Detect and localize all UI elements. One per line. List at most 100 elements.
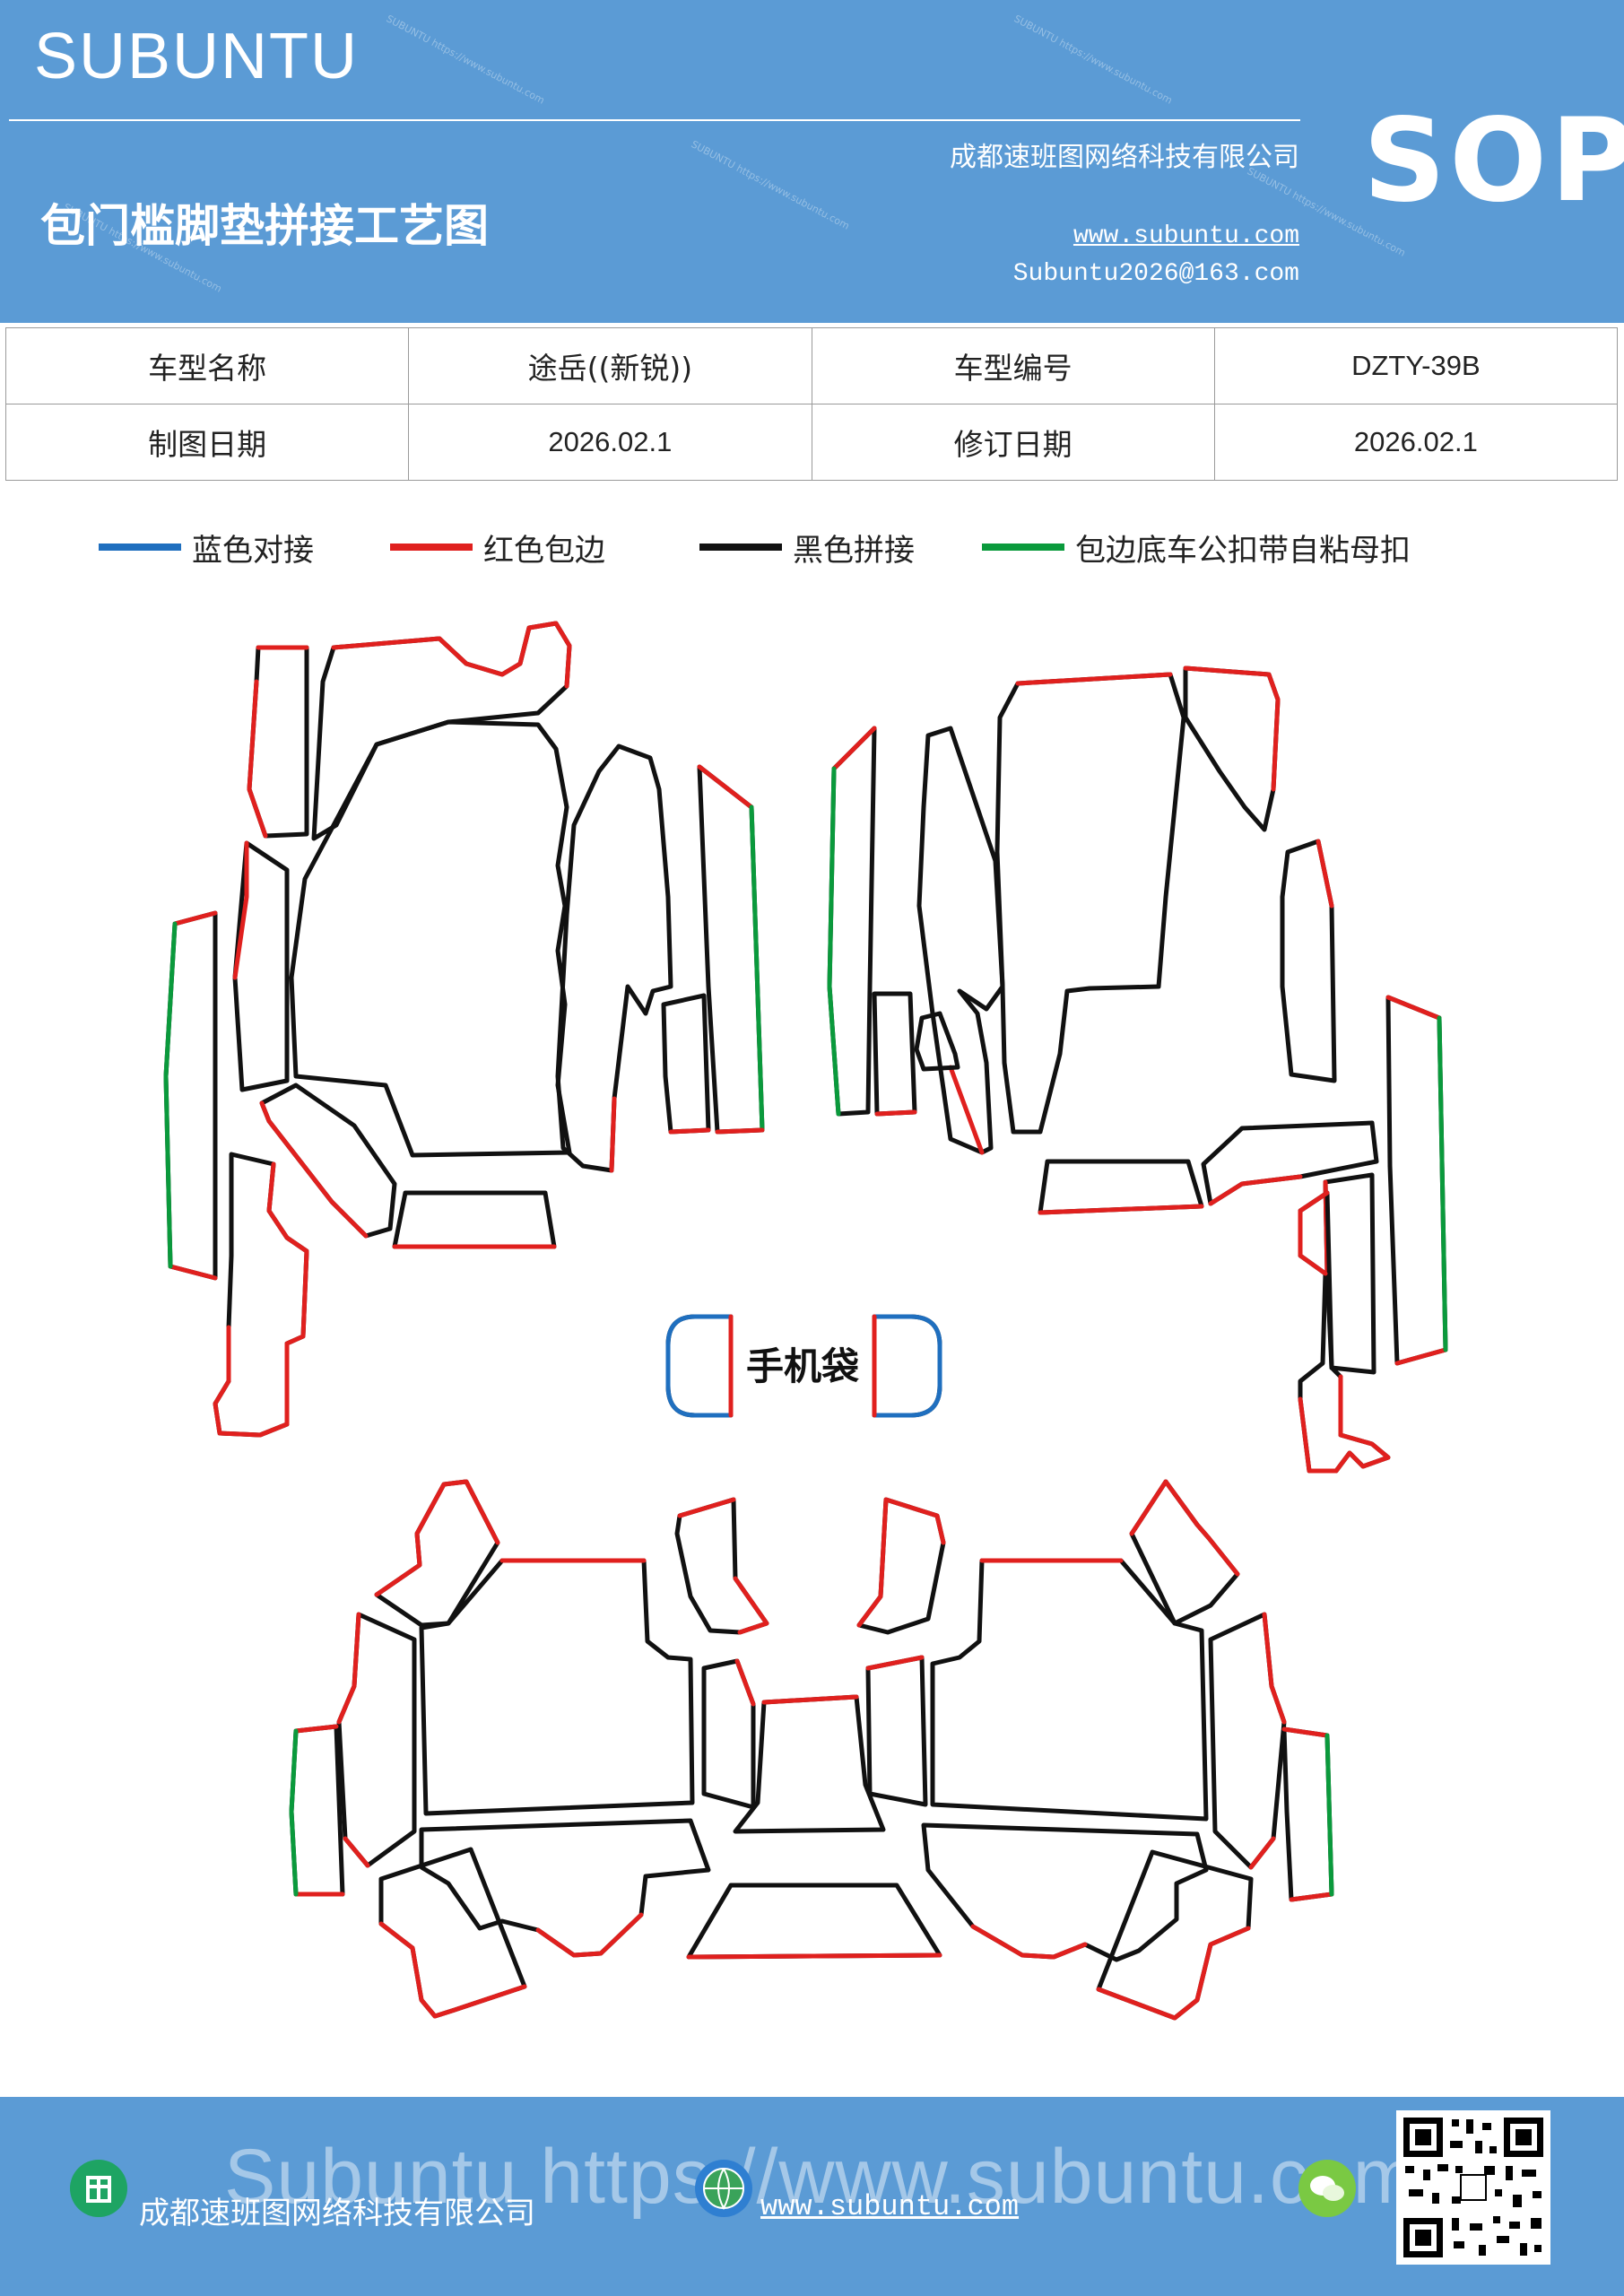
mat-edge xyxy=(665,1314,734,1418)
mat-piece xyxy=(1208,1612,1287,1870)
mat-piece xyxy=(336,1612,417,1868)
building-icon xyxy=(70,2160,127,2217)
company-name: 成都速班图网络科技有限公司 xyxy=(950,142,1299,173)
table-row: 车型名称 途岳((新锐)) 车型编号 DZTY-39B xyxy=(4,327,1619,404)
wechat-icon[interactable] xyxy=(1298,2160,1356,2217)
table-row: 制图日期 2026.02.1 修订日期 2026.02.1 xyxy=(4,404,1619,481)
mat-edge xyxy=(970,1924,1088,1960)
pocket-piece xyxy=(872,1314,942,1418)
watermark-text: SUBUNTU https://www.subuntu.com xyxy=(1012,13,1175,107)
mat-edge xyxy=(1015,672,1173,686)
mat-edge xyxy=(831,726,877,771)
mat-edge xyxy=(293,1724,345,1897)
mat-edge xyxy=(865,1655,925,1671)
mat-piece xyxy=(289,1724,345,1897)
mat-edge xyxy=(1281,1726,1334,1902)
watermark-text: SUBUNTU https://www.subuntu.com xyxy=(384,13,547,107)
info-table: 车型名称 途岳((新锐)) 车型编号 DZTY-39B 制图日期 2026.02… xyxy=(4,327,1619,481)
mat-edge xyxy=(677,1497,769,1635)
mat-edge xyxy=(1183,665,1281,792)
mat-piece xyxy=(994,672,1186,1135)
footer-website-link[interactable]: www.subuntu.com xyxy=(760,2190,1020,2223)
phone-pocket-label: 手机袋 xyxy=(746,1344,859,1388)
mat-edge xyxy=(827,766,841,1117)
mat-edge xyxy=(761,1694,859,1705)
globe-icon xyxy=(695,2160,752,2217)
mat-edge xyxy=(1248,1612,1287,1870)
mat-piece xyxy=(701,1658,756,1810)
mat-piece xyxy=(921,1822,1209,1962)
mat-edge xyxy=(749,804,765,1133)
mat-piece xyxy=(232,840,290,1092)
legend-item-green: 包边底车公扣带自粘母扣 xyxy=(982,525,1411,570)
table-cell-value: DZTY-39B xyxy=(1213,327,1619,404)
legend-swatch xyxy=(390,544,473,551)
mat-edge xyxy=(1129,1479,1240,1577)
legend-item-blue: 蓝色对接 xyxy=(99,525,314,570)
mat-edge xyxy=(336,1612,370,1868)
mat-piece xyxy=(661,993,711,1135)
mat-edge xyxy=(715,1127,765,1135)
mat-piece xyxy=(1183,665,1281,832)
mat-edge xyxy=(697,764,754,810)
qr-code[interactable] xyxy=(1396,2110,1550,2265)
mat-edge xyxy=(1038,1204,1204,1215)
table-cell-value: 途岳((新锐)) xyxy=(408,327,812,404)
mat-piece xyxy=(1385,995,1448,1366)
mat-pattern-diagram: 手机袋 xyxy=(163,621,1448,2021)
mat-edge xyxy=(1298,1190,1391,1474)
mat-edge xyxy=(686,1952,942,1960)
mat-piece xyxy=(419,1818,711,1958)
mat-edge xyxy=(1385,995,1448,1366)
mat-edge xyxy=(609,1096,617,1173)
mat-edge xyxy=(232,840,249,980)
mat-piece xyxy=(674,1497,769,1635)
page-title: 包门槛脚垫拼接工艺图 xyxy=(40,200,489,252)
pocket-piece xyxy=(665,1314,734,1418)
table-cell-label: 修订日期 xyxy=(811,404,1215,481)
mat-edge xyxy=(378,1921,527,2019)
mat-piece xyxy=(213,1152,309,1438)
mat-edge xyxy=(1324,1733,1334,1897)
legend-label: 黑色拼接 xyxy=(793,532,915,569)
legend-item-red: 红色包边 xyxy=(390,525,605,570)
legend-swatch xyxy=(99,544,181,551)
mat-piece xyxy=(856,1497,946,1635)
mat-edge xyxy=(331,621,572,689)
mat-edge xyxy=(213,1161,309,1438)
mat-piece xyxy=(555,744,673,1173)
mat-piece xyxy=(259,1083,397,1239)
website-link[interactable]: www.subuntu.com xyxy=(1073,222,1299,250)
mat-edge xyxy=(1208,1174,1303,1206)
mat-edge xyxy=(374,1479,500,1597)
header-banner: SUBUNTU https://www.subuntu.com SUBUNTU … xyxy=(0,0,1624,323)
mat-piece xyxy=(378,1847,527,2019)
mat-edge xyxy=(289,1728,299,1897)
legend-label: 红色包边 xyxy=(483,532,605,569)
mat-edge xyxy=(668,1127,711,1135)
mat-piece xyxy=(1281,1726,1334,1902)
legend-swatch xyxy=(699,544,782,551)
legend-label: 蓝色对接 xyxy=(192,532,314,569)
mat-edge xyxy=(734,1658,756,1707)
mat-piece xyxy=(419,1558,695,1816)
legend-label: 包边底车公扣带自粘母扣 xyxy=(1075,532,1411,569)
mat-piece xyxy=(872,991,917,1117)
mat-edge xyxy=(874,1109,917,1117)
legend-item-black: 黑色拼接 xyxy=(699,525,915,570)
footer-company-name: 成都速班图网络科技有限公司 xyxy=(139,2196,535,2231)
sop-badge: SOP xyxy=(1363,94,1624,228)
mat-piece xyxy=(733,1694,886,1834)
mat-edge xyxy=(535,1912,644,1958)
header-divider xyxy=(9,119,1300,121)
mat-edge xyxy=(259,1100,369,1239)
mat-edge xyxy=(1316,839,1334,909)
email-address: Subuntu2026@163.com xyxy=(1012,260,1299,288)
mat-piece xyxy=(916,726,1005,1155)
mat-edge xyxy=(856,1497,946,1628)
mat-edge xyxy=(1437,1015,1448,1352)
table-cell-value: 2026.02.1 xyxy=(1213,404,1619,481)
mat-edge xyxy=(247,645,309,839)
mat-piece xyxy=(392,1190,557,1249)
mat-edge xyxy=(163,921,178,1269)
